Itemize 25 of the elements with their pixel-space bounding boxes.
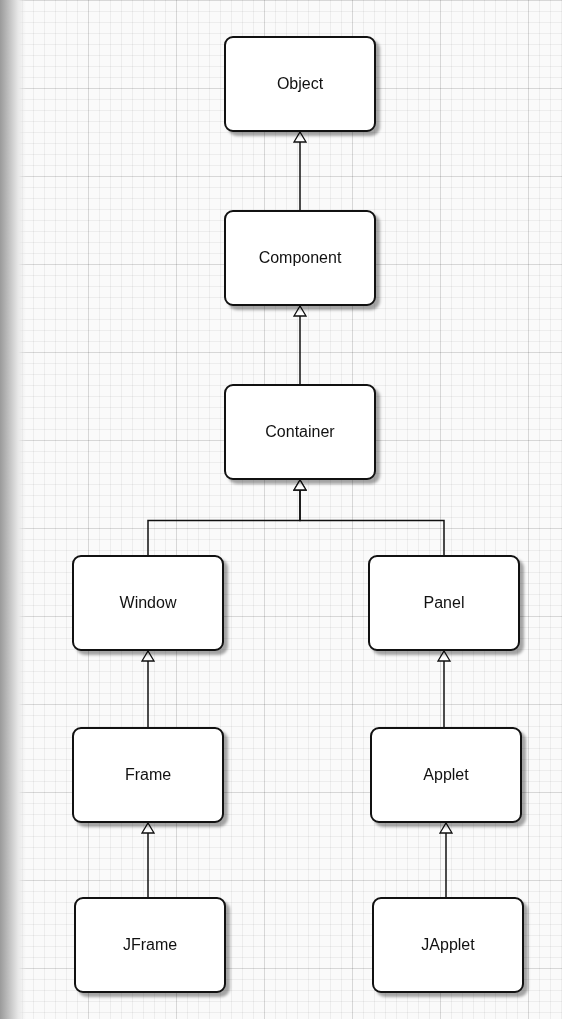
inheritance-arrow — [293, 131, 307, 211]
class-box — [368, 555, 520, 651]
inheritance-arrow — [141, 822, 155, 898]
class-name: Applet — [423, 766, 469, 784]
class-name: Container — [265, 423, 335, 441]
class-name: Frame — [124, 766, 172, 784]
class-box — [370, 727, 522, 823]
class-box — [74, 897, 226, 993]
class-box — [72, 727, 224, 823]
class-name: Panel — [423, 594, 465, 612]
class-box — [72, 555, 224, 651]
inheritance-arrow — [141, 650, 155, 728]
class-name: Object — [276, 75, 324, 93]
class-name: JFrame — [122, 936, 178, 954]
class-name: JApplet — [421, 936, 475, 954]
class-box — [224, 36, 376, 132]
class-name: Component — [258, 249, 342, 267]
inheritance-arrow — [437, 650, 451, 728]
class-name: Window — [119, 594, 177, 612]
inheritance-arrow — [293, 305, 307, 385]
class-box — [224, 210, 376, 306]
inheritance-arrow — [439, 822, 453, 898]
class-box — [372, 897, 524, 993]
class-box — [224, 384, 376, 480]
inheritance-arrow — [293, 479, 445, 556]
